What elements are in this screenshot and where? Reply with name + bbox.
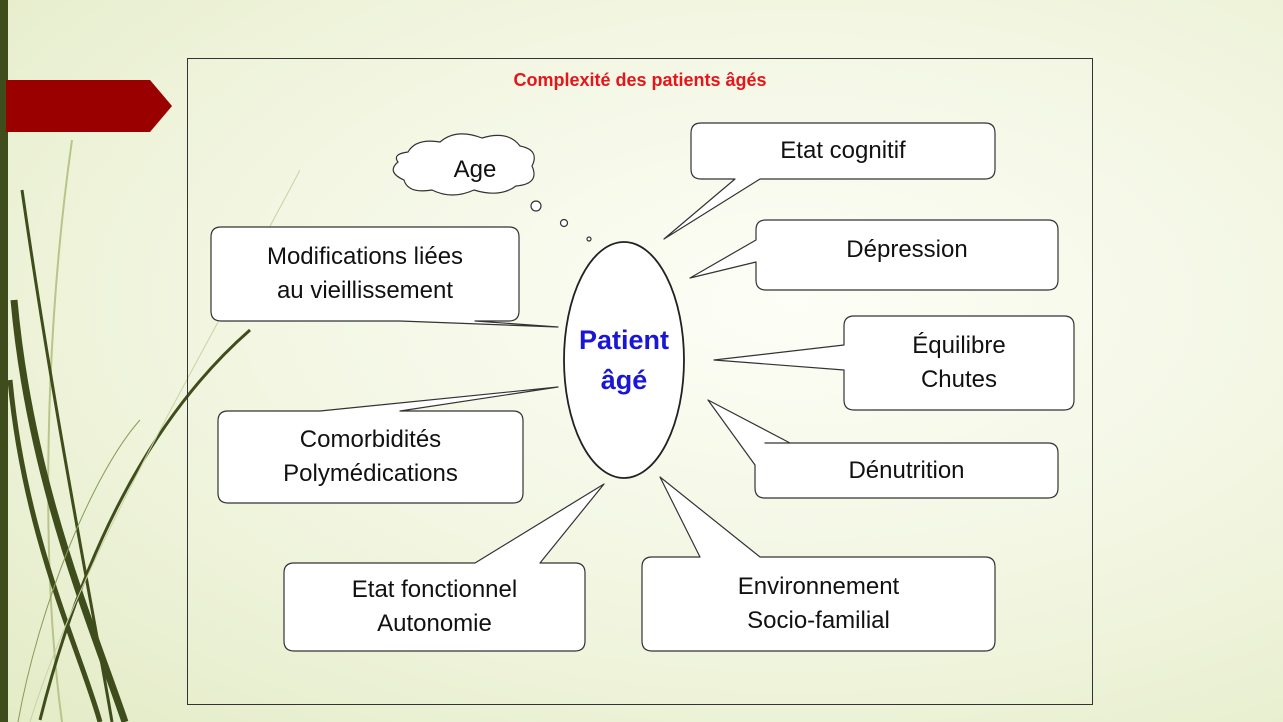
title-arrow-shape (6, 80, 172, 132)
thought-age-label: Age (453, 156, 497, 183)
callout-environnement: Environnement Socio-familial (737, 573, 900, 634)
callout-etat-fonctionnel-box (283, 483, 605, 652)
thought-cloud-shape (392, 133, 535, 196)
callout-environnement-box (641, 476, 996, 652)
callout-equilibre-box (713, 315, 1075, 411)
center-ellipse (563, 241, 685, 479)
callout-comorbidites: Comorbidités Polymédications (283, 426, 458, 487)
thought-bubble-1 (530, 200, 542, 212)
left-accent-bar (0, 0, 8, 722)
callout-depression: Dépression (846, 236, 968, 263)
callout-depression-box (689, 219, 1059, 291)
callout-equilibre: Équilibre Chutes (912, 332, 1006, 393)
center-label: Patient âgé (578, 325, 670, 395)
callout-etat-cognitif-box (663, 122, 996, 240)
thought-bubble-3 (586, 236, 592, 242)
callout-etat-cognitif: Etat cognitif (780, 137, 906, 164)
callout-denutrition-box (707, 399, 1059, 499)
thought-bubble-2 (559, 218, 569, 228)
decorative-stems (7, 139, 300, 722)
callout-etat-fonctionnel: Etat fonctionnel Autonomie (351, 576, 518, 637)
callout-modifications: Modifications liées au vieillissement (266, 243, 464, 304)
diagram-title: Complexité des patients âgés (513, 70, 767, 90)
diagram-frame (187, 58, 1093, 705)
callout-modifications-box (210, 226, 559, 328)
callout-denutrition: Dénutrition (848, 456, 965, 484)
callout-comorbidites-box (217, 386, 559, 504)
